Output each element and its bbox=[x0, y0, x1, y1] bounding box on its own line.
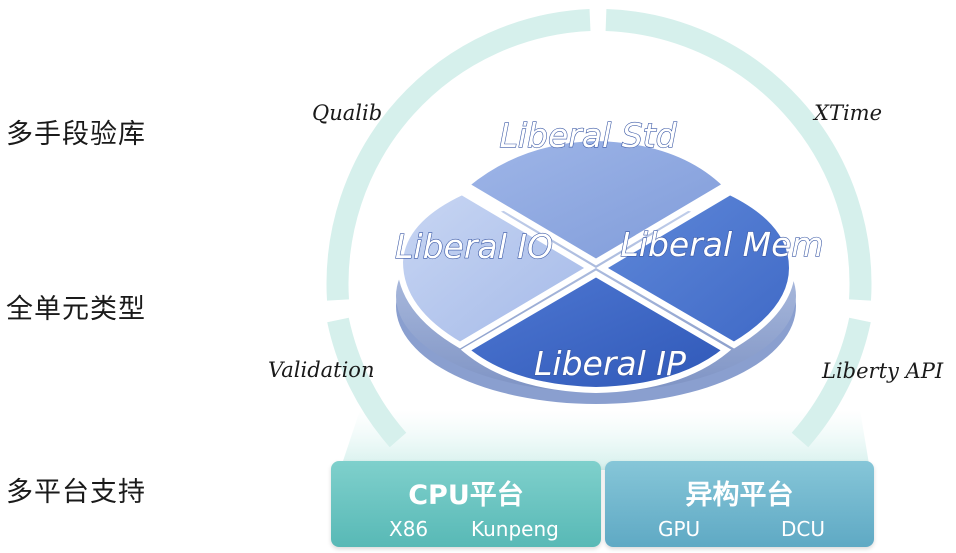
outer-ring bbox=[326, 9, 872, 448]
ring-label-liberty-api: Liberty API bbox=[822, 359, 944, 383]
label-multi-platform-support: 多平台支持 bbox=[6, 477, 146, 508]
label-liberal-io: Liberal IO bbox=[395, 227, 553, 266]
hetero-item-gpu: GPU bbox=[658, 517, 701, 541]
segment-liberal-ip bbox=[460, 270, 732, 394]
label-liberal-std: Liberal Std bbox=[499, 116, 677, 155]
ring-label-qualib: Qualib bbox=[312, 101, 383, 125]
segment-liberal-mem bbox=[596, 188, 796, 349]
cpu-item-x86: X86 bbox=[389, 517, 429, 541]
hetero-item-dcu: DCU bbox=[781, 517, 826, 541]
heterogeneous-platform-title: 异构平台 bbox=[685, 480, 794, 511]
ring-label-validation: Validation bbox=[268, 358, 375, 382]
ring-label-xtime: XTime bbox=[814, 101, 883, 125]
label-all-cell-types: 全单元类型 bbox=[6, 294, 146, 325]
cpu-platform-title: CPU平台 bbox=[408, 480, 524, 511]
cpu-platform-box: CPU平台 X86 Kunpeng bbox=[331, 461, 601, 547]
heterogeneous-platform-box: 异构平台 GPU DCU bbox=[605, 461, 874, 547]
label-liberal-ip: Liberal IP bbox=[534, 344, 686, 383]
label-liberal-mem: Liberal Mem bbox=[620, 225, 823, 264]
segment-liberal-io bbox=[396, 188, 596, 349]
glow-base bbox=[340, 410, 870, 470]
cpu-item-kunpeng: Kunpeng bbox=[471, 517, 559, 541]
label-multi-method-verification: 多手段验库 bbox=[6, 119, 146, 150]
pie-segments bbox=[396, 134, 796, 394]
segment-liberal-std bbox=[460, 134, 731, 266]
